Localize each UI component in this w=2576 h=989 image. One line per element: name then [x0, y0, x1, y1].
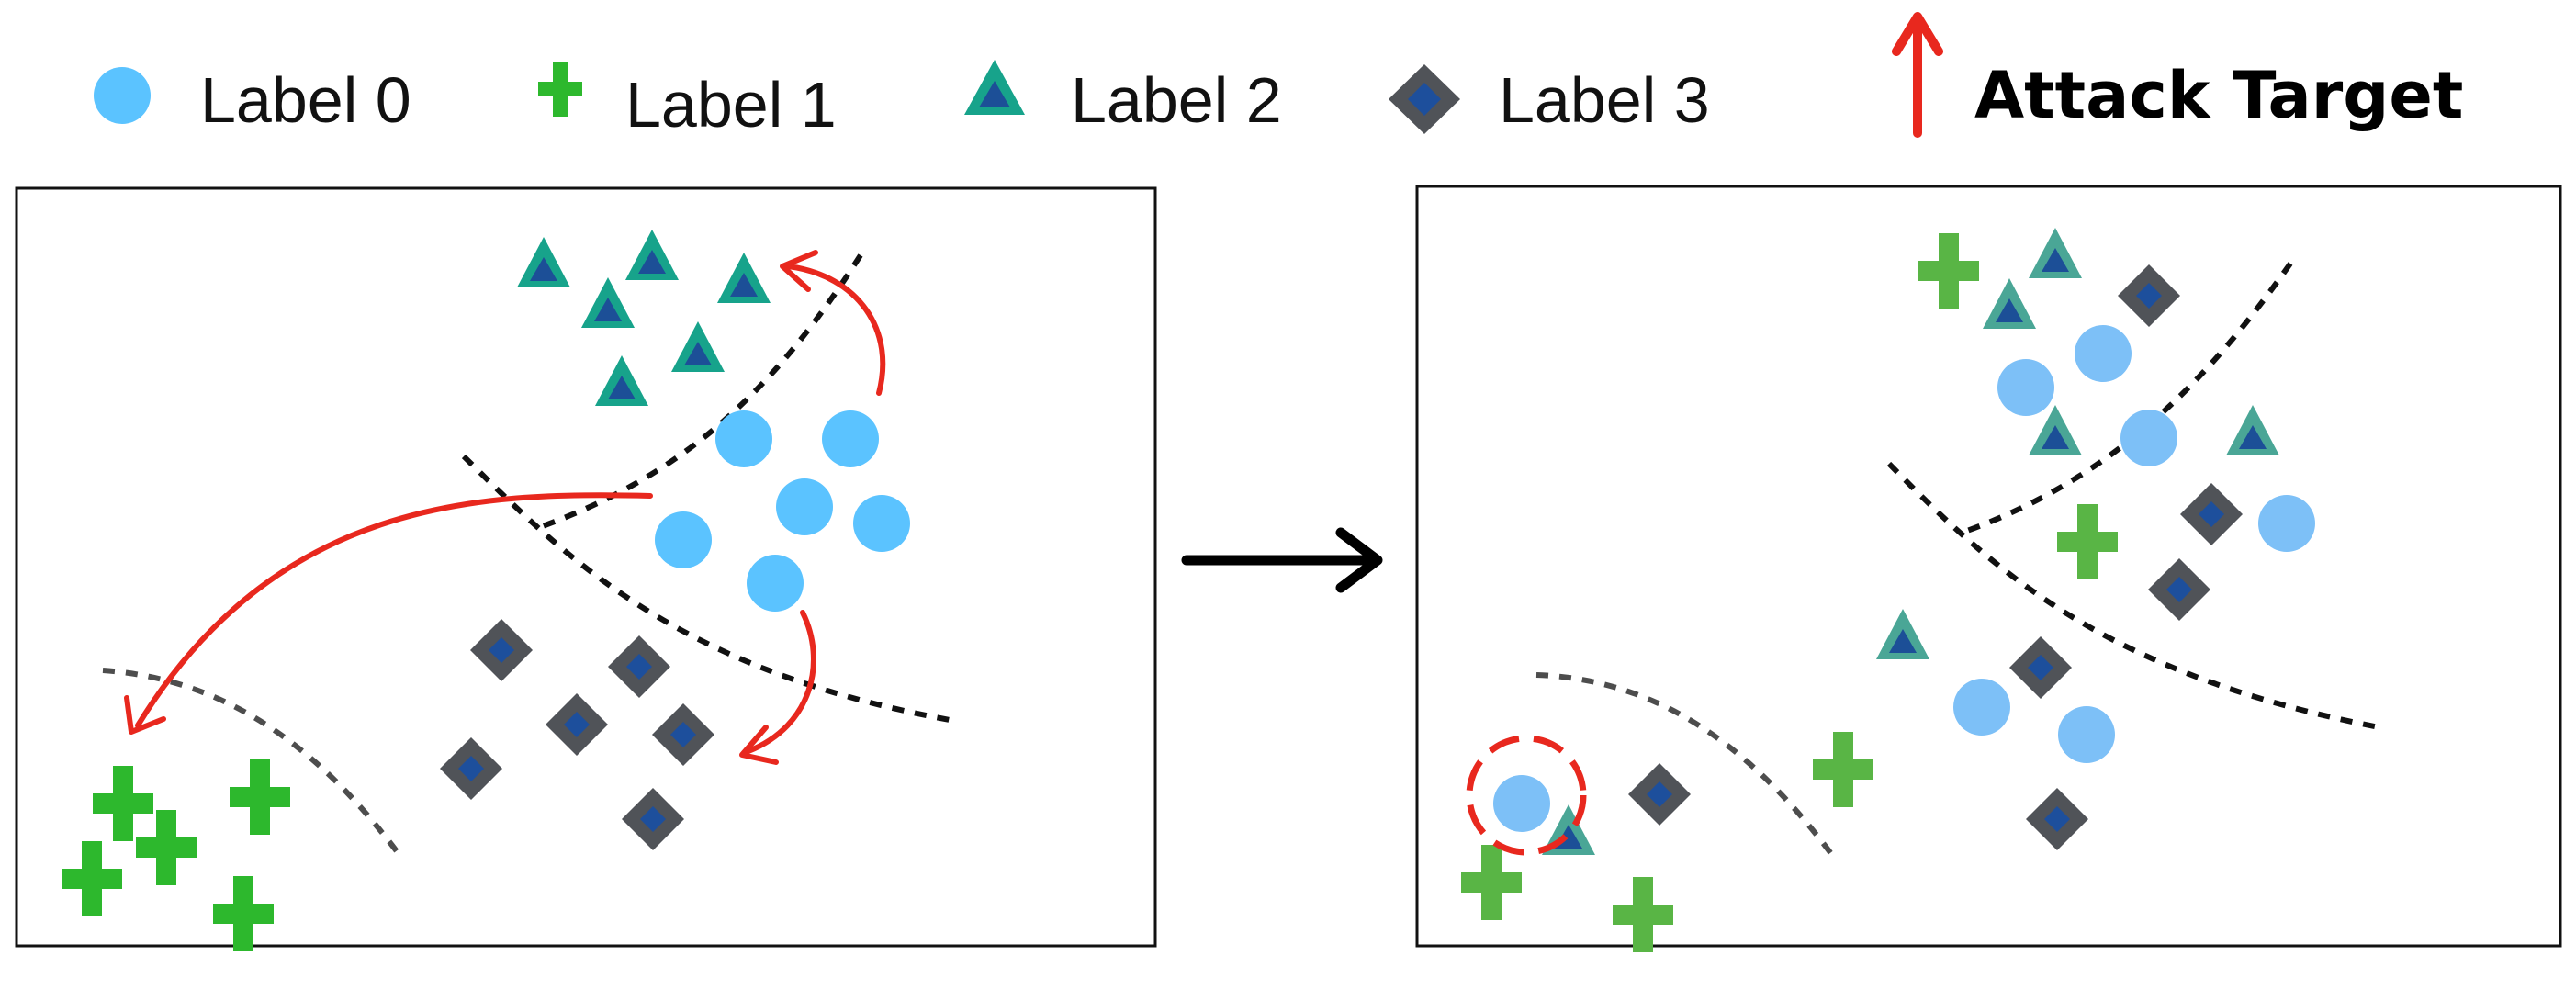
decision-boundary-lower	[1886, 461, 2385, 731]
legend: Label 0 Label 1 Label 2 Label 3 Attack T…	[94, 12, 2463, 140]
triangle-point	[2029, 405, 2082, 455]
plus-point	[1918, 233, 1979, 309]
diamond-point	[2009, 636, 2072, 699]
triangle-point	[2226, 405, 2279, 455]
cluster-label-3	[440, 619, 714, 850]
legend-item-attack-target: Attack Target	[1892, 12, 2463, 138]
circle-point	[1997, 359, 2054, 416]
attack-arrows	[124, 250, 886, 765]
diamond-point	[546, 693, 608, 756]
triangle-point	[581, 277, 635, 328]
cluster-label-1	[62, 759, 290, 951]
transition-arrow	[1181, 527, 1383, 593]
cluster-label-2	[517, 230, 771, 406]
legend-item-label-3: Label 3	[1389, 64, 1710, 136]
plus-point	[1813, 732, 1873, 807]
circle-point	[822, 410, 879, 467]
legend-label-2: Label 2	[1071, 64, 1282, 136]
attack-arrow-to-label-1	[135, 492, 653, 728]
arrow-head-icon	[780, 250, 818, 292]
attack-arrow-to-label-2	[785, 264, 886, 396]
triangle-point	[625, 230, 679, 280]
diamond-point	[622, 788, 684, 850]
attack-target-highlight	[1466, 735, 1587, 856]
circle-point	[1493, 775, 1550, 832]
panel-after	[1415, 185, 2562, 952]
arrow-right-icon	[1181, 527, 1383, 593]
panel-after-frame	[1415, 185, 2562, 948]
diamond-point	[1628, 763, 1691, 826]
plus-point	[93, 766, 153, 841]
circle-point	[2058, 706, 2115, 763]
circle-point	[2258, 495, 2315, 552]
triangle-point	[671, 321, 725, 372]
diamond-point	[2180, 483, 2243, 545]
plus-icon	[538, 62, 582, 117]
arrow-head-icon	[124, 695, 166, 735]
circle-point	[715, 410, 772, 467]
triangle-point	[717, 253, 771, 303]
diamond-point	[608, 635, 670, 698]
circle-point	[655, 511, 712, 568]
circle-point	[776, 478, 833, 535]
plus-point	[230, 759, 290, 835]
plus-point	[2057, 504, 2118, 579]
circle-point	[747, 555, 804, 612]
legend-label-3: Label 3	[1499, 64, 1710, 136]
circle-point	[2075, 325, 2132, 382]
diamond-point	[470, 619, 533, 681]
decision-boundary-left	[102, 668, 405, 860]
diamond-point	[440, 737, 502, 800]
diamond-inner	[1408, 83, 1441, 116]
legend-item-label-2: Label 2	[964, 60, 1282, 136]
plus-point	[213, 876, 274, 951]
diamond-point	[652, 703, 714, 766]
legend-item-label-1: Label 1	[538, 62, 837, 140]
arrow-head-icon	[739, 725, 779, 765]
diamond-point	[2026, 788, 2088, 850]
circle-point	[2120, 410, 2177, 466]
circle-point	[1953, 679, 2010, 736]
decision-boundary-lower	[461, 454, 956, 724]
cluster-label-0	[655, 410, 910, 612]
circle-icon	[94, 67, 151, 124]
diamond-point	[2118, 264, 2180, 327]
legend-label-0: Label 0	[200, 64, 411, 136]
triangle-point	[517, 237, 570, 287]
decision-boundary-upper	[535, 253, 863, 531]
plus-point	[136, 810, 197, 885]
triangle-inner	[979, 81, 1010, 107]
plus-point	[1613, 877, 1673, 952]
plus-point	[1461, 845, 1522, 920]
triangle-point	[1983, 278, 2036, 329]
plus-point	[62, 841, 122, 916]
arrow-up-icon	[1892, 12, 1943, 138]
attack-arrow-to-label-3	[746, 610, 816, 754]
legend-label-1: Label 1	[625, 69, 837, 140]
decision-boundary-left	[1535, 672, 1838, 860]
panel-before	[15, 186, 1157, 951]
diamond-point	[2148, 558, 2210, 621]
triangle-point	[1876, 609, 1929, 659]
circle-point	[853, 495, 910, 552]
legend-label-attack-target: Attack Target	[1974, 58, 2463, 133]
triangle-point	[2029, 228, 2082, 278]
legend-item-label-0: Label 0	[94, 64, 411, 136]
triangle-point	[595, 355, 648, 406]
